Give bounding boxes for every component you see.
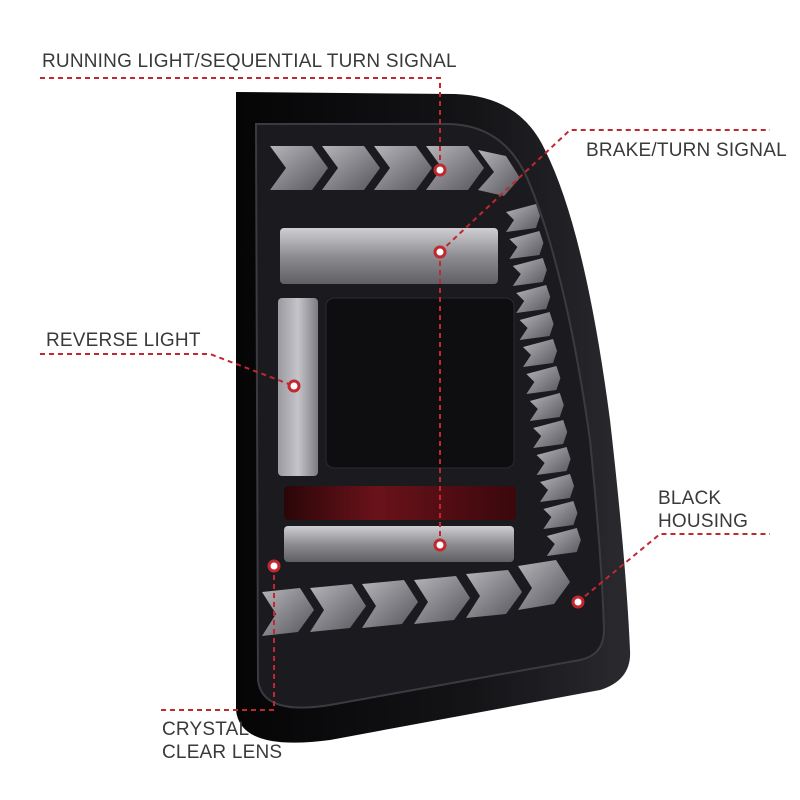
side-chevron bbox=[516, 285, 551, 313]
side-chevron bbox=[546, 528, 581, 556]
marker-lens bbox=[267, 559, 281, 573]
marker-housing bbox=[571, 595, 585, 609]
side-chevron bbox=[506, 204, 540, 232]
bottom-led-chevrons bbox=[262, 560, 570, 636]
side-chevron bbox=[519, 312, 554, 340]
marker-reverse bbox=[287, 379, 301, 393]
side-chevron bbox=[512, 258, 547, 286]
brake-light-bar bbox=[280, 228, 498, 284]
lower-light-bar bbox=[284, 526, 514, 562]
marker-brake-lower bbox=[433, 538, 447, 552]
marker-brake bbox=[433, 245, 447, 259]
center-panel bbox=[325, 297, 515, 469]
callout-running-light: RUNNING LIGHT/SEQUENTIAL TURN SIGNAL bbox=[42, 50, 457, 73]
side-chevron bbox=[523, 339, 557, 367]
leader-lines bbox=[40, 77, 770, 711]
callout-text: RUNNING LIGHT/SEQUENTIAL TURN SIGNAL bbox=[42, 51, 457, 72]
callout-reverse-light: REVERSE LIGHT bbox=[46, 329, 201, 352]
side-chevron bbox=[533, 420, 568, 448]
marker-dots bbox=[267, 163, 585, 609]
callout-text: BRAKE/TURN SIGNAL bbox=[586, 140, 787, 161]
leader-lens bbox=[160, 566, 275, 711]
callout-brake-turn-signal: BRAKE/TURN SIGNAL bbox=[586, 139, 787, 162]
side-chevron bbox=[509, 231, 544, 259]
callout-text: REVERSE LIGHT bbox=[46, 330, 201, 351]
callout-text: HOUSING bbox=[658, 511, 749, 532]
leader-running bbox=[40, 77, 441, 170]
callout-text: BLACK bbox=[658, 488, 722, 509]
side-chevron bbox=[526, 366, 561, 394]
side-chevron bbox=[540, 474, 574, 502]
side-chevron bbox=[529, 393, 564, 421]
side-chevron bbox=[543, 501, 578, 529]
callout-crystal-clear-lens: CRYSTAL CLEAR LENS bbox=[162, 718, 282, 764]
side-chevron bbox=[536, 447, 571, 475]
side-led-chevrons bbox=[506, 204, 581, 556]
red-reflector bbox=[284, 486, 516, 520]
callout-text: CLEAR LENS bbox=[162, 742, 283, 763]
callout-text: CRYSTAL bbox=[162, 719, 250, 740]
leader-reverse bbox=[40, 353, 295, 387]
marker-running bbox=[433, 163, 447, 177]
callout-black-housing: BLACK HOUSING bbox=[658, 487, 748, 533]
